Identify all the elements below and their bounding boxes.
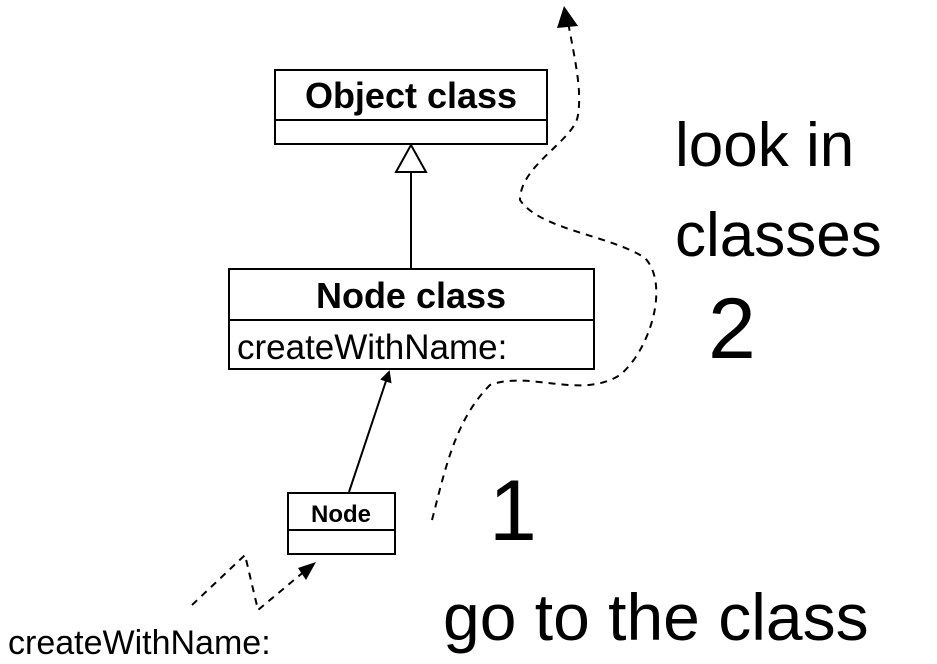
node-instance-title: Node [311,501,371,528]
step-two-caption-line1: look in [675,111,854,180]
node-class-box: Node class createWithName: [228,268,595,370]
instance-arrow [348,370,392,493]
node-class-method: createWithName: [237,328,507,367]
step-one-number: 1 [489,463,537,559]
object-class-box: Object class [274,69,548,145]
lookup-path [431,6,658,521]
node-instance-box: Node [287,492,396,555]
step-two-caption-line2: classes [675,201,882,270]
step-two-number: 2 [708,281,756,377]
object-class-title: Object class [305,75,517,116]
inheritance-arrow [394,142,428,268]
message-label: createWithName: [8,624,271,662]
message-arrow [191,553,316,612]
step-one-caption: go to the class [443,580,869,654]
node-class-title: Node class [316,275,506,316]
